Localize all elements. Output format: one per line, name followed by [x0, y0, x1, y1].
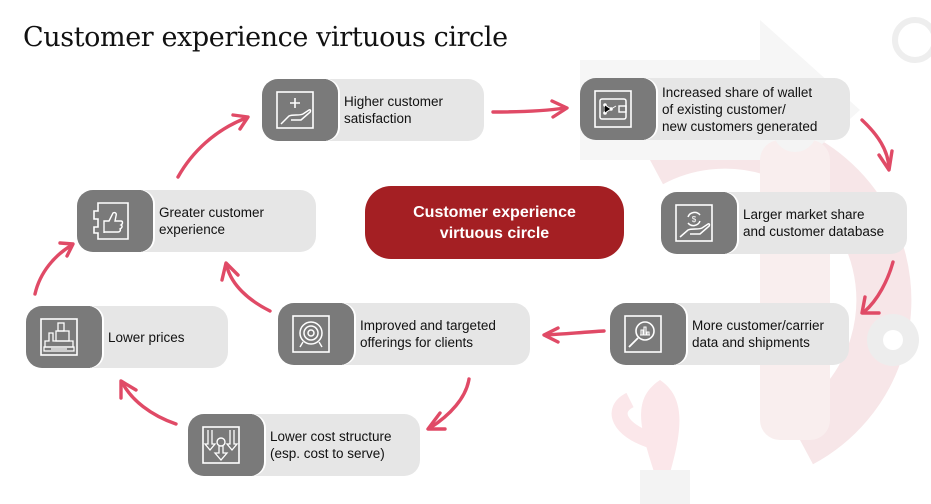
icon-box — [77, 190, 153, 252]
icon-box — [278, 303, 354, 365]
step-label: Larger market share and customer databas… — [743, 207, 885, 239]
step-label: Higher customer satisfaction — [344, 94, 444, 126]
step-card-more-data: More customer/carrier data and shipments — [610, 303, 849, 365]
icon-box — [610, 303, 686, 365]
cash-register-icon — [40, 318, 78, 356]
page-title: Customer experience virtuous circle — [23, 22, 508, 53]
down-arrows-icon — [202, 426, 240, 464]
step-label: Improved and targeted offerings for clie… — [360, 318, 496, 350]
step-label: Greater customer experience — [159, 205, 265, 237]
hand-dollar-cycle-icon: $ — [675, 204, 713, 242]
step-label: Increased share of wallet of existing cu… — [662, 84, 818, 134]
step-card-share-of-wallet: Increased share of wallet of existing cu… — [580, 78, 850, 140]
icon-box — [26, 306, 102, 368]
icon-box — [580, 78, 656, 140]
step-card-targeted-offerings: Improved and targeted offerings for clie… — [278, 303, 530, 365]
hand-plus-icon — [276, 91, 314, 129]
svg-text:$: $ — [692, 215, 697, 224]
step-card-higher-satisfaction: Higher customer satisfaction — [262, 79, 484, 141]
step-card-market-share: $ Larger market share and customer datab… — [661, 192, 907, 254]
wallet-network-icon — [594, 90, 632, 128]
step-card-lower-cost: Lower cost structure (esp. cost to serve… — [188, 414, 420, 476]
step-label: Lower prices — [108, 329, 185, 345]
icon-box — [262, 79, 338, 141]
target-icon — [292, 315, 330, 353]
thumbs-up-icon — [93, 202, 129, 240]
icon-box: $ — [661, 192, 737, 254]
icon-box — [188, 414, 264, 476]
step-card-greater-experience: Greater customer experience — [77, 190, 316, 252]
magnifier-chart-icon — [624, 315, 662, 353]
step-card-lower-prices: Lower prices — [26, 306, 228, 368]
step-label: More customer/carrier data and shipments — [692, 318, 825, 350]
center-pill: Customer experience virtuous circle — [365, 186, 624, 259]
step-label: Lower cost structure (esp. cost to serve… — [270, 429, 392, 461]
